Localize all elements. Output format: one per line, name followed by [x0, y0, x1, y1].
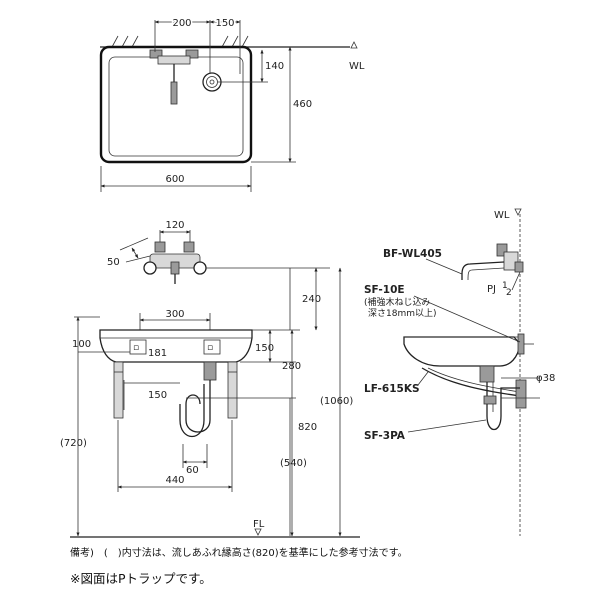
front-dim-181: 181	[148, 348, 167, 359]
front-view: 120 50 300 ▫ ▫	[60, 220, 360, 538]
top-dim-200: 200	[172, 18, 191, 29]
front-dim-120: 120	[165, 220, 184, 231]
front-dim-100: 100	[72, 339, 91, 350]
front-dim-280: 280	[282, 361, 301, 372]
front-fl-label: FL	[253, 519, 265, 530]
front-dim-1060: (1060)	[320, 396, 353, 407]
front-dim-60: 60	[186, 465, 199, 476]
front-dim-820: 820	[298, 422, 317, 433]
side-sf-3pa: SF-3PA	[364, 430, 406, 442]
top-dim-140: 140	[265, 61, 284, 72]
top-view: 200 150 140 460 600 WL	[99, 17, 365, 192]
side-view: WL BF-WL405 PJ 1 2 SF-10E (補強木ねじ込み 深さ18m…	[364, 208, 555, 536]
front-dim-440: 440	[165, 475, 184, 486]
front-dim-50: 50	[107, 257, 120, 268]
top-dim-460: 460	[293, 99, 312, 110]
front-dim-720: (720)	[60, 438, 87, 449]
side-phi-38: φ38	[536, 373, 555, 384]
side-pj-num: 1	[502, 281, 508, 291]
bracket-mark-right: ▫	[207, 343, 213, 353]
top-dim-150: 150	[215, 18, 234, 29]
front-dim-300: 300	[165, 309, 184, 320]
front-dim-150-trap: 150	[148, 390, 167, 401]
side-sf-10e-note1: (補強木ねじ込み	[364, 296, 431, 308]
ptrap-note: ※図面はPトラップです。	[70, 571, 212, 586]
front-dim-240: 240	[302, 294, 321, 305]
front-dim-150-right: 150	[255, 343, 274, 354]
side-bf-wl405: BF-WL405	[383, 248, 442, 260]
top-wl-label: WL	[349, 61, 365, 72]
side-lf-615ks: LF-615KS	[364, 383, 420, 395]
side-wl-label: WL	[494, 210, 510, 221]
remark-note: 備考) ( )内寸法は、流しあふれ縁高さ(820)を基準にした参考寸法です。	[70, 548, 408, 559]
side-sf-10e: SF-10E	[364, 284, 405, 296]
side-pj-label: PJ	[487, 284, 496, 295]
top-dim-600: 600	[165, 174, 184, 185]
side-pj-den: 2	[506, 288, 512, 298]
bracket-mark-left: ▫	[133, 343, 139, 353]
front-dim-540: (540)	[280, 458, 307, 469]
side-sf-10e-note2: 深さ18mm以上)	[368, 308, 437, 319]
